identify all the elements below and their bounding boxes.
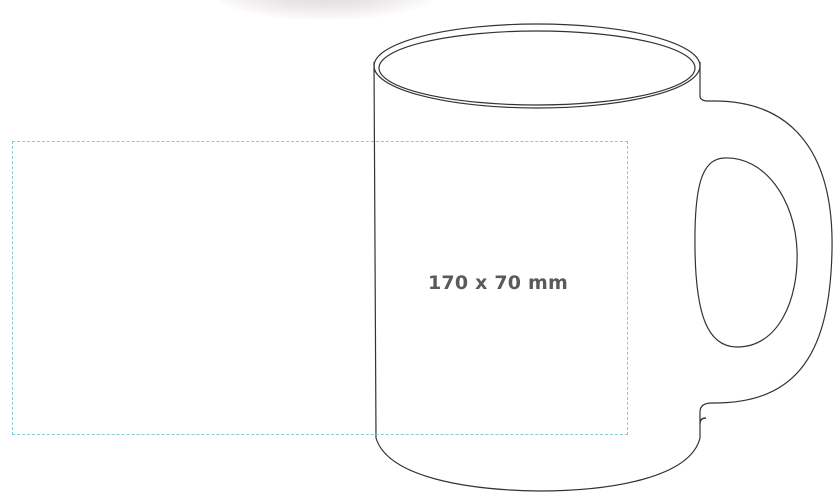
mug-body-bottom (375, 437, 701, 492)
mug-body-left-wall (373, 61, 377, 439)
mug-handle-inner (694, 157, 798, 348)
mug-handle-outer (699, 100, 833, 425)
mug-body-right-wall (699, 62, 712, 438)
print-area-rectangle (12, 141, 628, 435)
mug-rim-inner (378, 30, 696, 106)
print-area-dimension-label: 170 x 70 mm (428, 272, 568, 294)
mug-rim-outer (373, 23, 701, 109)
top-shadow-blur (210, 0, 440, 20)
